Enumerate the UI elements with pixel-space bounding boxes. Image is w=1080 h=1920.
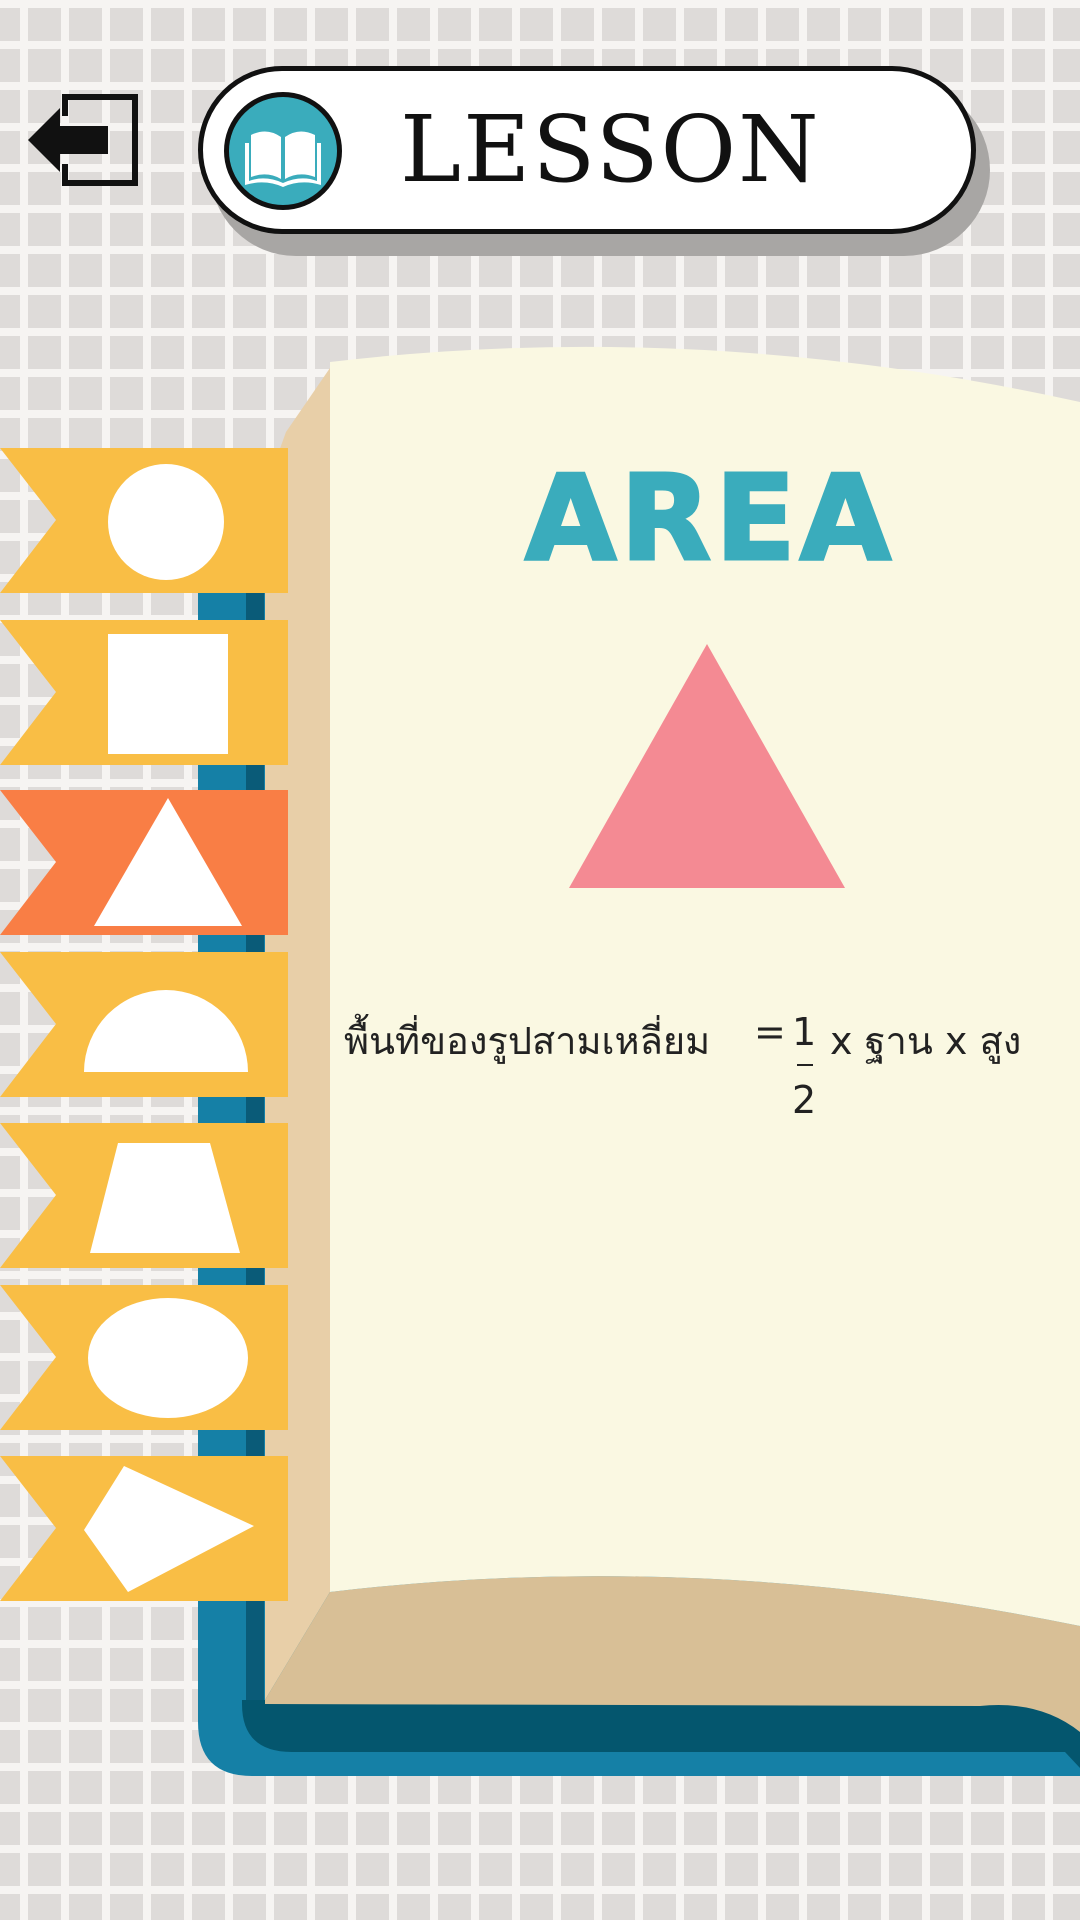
semicircle-icon: [84, 990, 248, 1072]
open-book-icon: [245, 131, 321, 187]
trapezoid-icon: [90, 1143, 240, 1253]
formula-equals: =: [754, 1010, 786, 1054]
triangle-icon: [94, 798, 242, 926]
back-button[interactable]: [24, 86, 144, 196]
tab-kite[interactable]: [0, 1456, 292, 1604]
area-formula: พื้นที่ของรูปสามเหลี่ยม = 1 2 x ฐาน x สู…: [344, 1000, 1080, 1130]
tab-ellipse[interactable]: [0, 1285, 292, 1433]
tab-circle[interactable]: [0, 448, 292, 596]
triangle-shape: [569, 644, 845, 888]
lesson-title: AREA: [523, 448, 896, 589]
circle-icon: [108, 464, 224, 580]
page-title: LESSON: [400, 96, 821, 203]
tab-semicircle[interactable]: [0, 952, 292, 1100]
book-page: [330, 346, 1080, 1626]
formula-label: พื้นที่ของรูปสามเหลี่ยม: [344, 1019, 711, 1063]
tab-triangle[interactable]: [0, 790, 292, 938]
fraction-bar: [797, 1064, 813, 1066]
formula-rest: x ฐาน x สูง: [830, 1019, 1022, 1063]
exit-arrow-icon: [28, 94, 138, 186]
page-edge-bottom: [265, 1576, 1080, 1732]
book-badge: [224, 92, 342, 210]
tab-trapezoid[interactable]: [0, 1123, 292, 1271]
kite-icon: [84, 1466, 254, 1592]
fraction-denominator: 2: [792, 1078, 817, 1122]
ellipse-icon: [88, 1298, 248, 1418]
tab-square[interactable]: [0, 620, 292, 768]
square-icon: [108, 634, 228, 754]
fraction-numerator: 1: [792, 1010, 817, 1054]
